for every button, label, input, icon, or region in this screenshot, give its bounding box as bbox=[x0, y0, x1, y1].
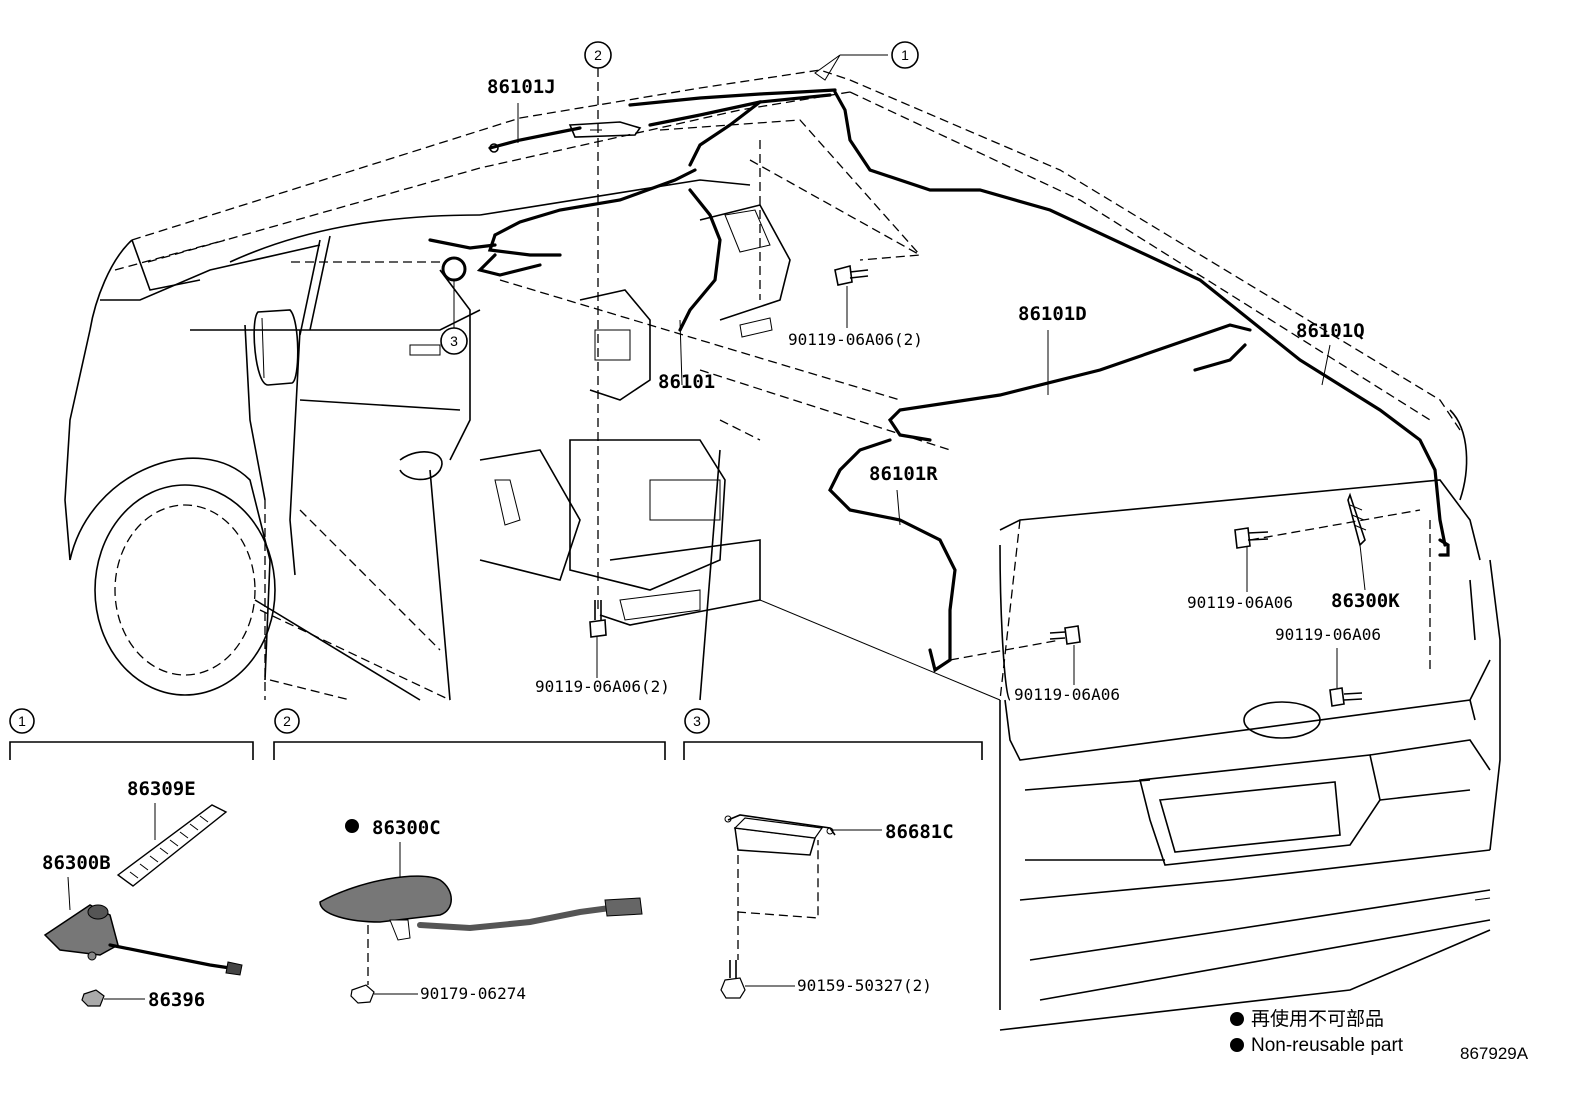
fastener-label-90159: 90159-50327(2) bbox=[797, 976, 932, 995]
fastener-label-90179: 90179-06274 bbox=[420, 984, 526, 1003]
bolt-icon bbox=[1234, 527, 1269, 549]
non-reusable-marker-icon bbox=[1230, 1038, 1244, 1052]
legend-english: Non-reusable part bbox=[1251, 1035, 1404, 1056]
svg-text:3: 3 bbox=[693, 713, 701, 729]
part-label-86300K: 86300K bbox=[1331, 590, 1400, 612]
fastener-label-roof: 90119-06A06(2) bbox=[788, 330, 923, 349]
amplifier-icon bbox=[724, 814, 836, 856]
callout-2: 2 bbox=[584, 41, 612, 69]
svg-text:2: 2 bbox=[594, 47, 602, 63]
screw-icon bbox=[350, 984, 375, 1004]
bolt-icon bbox=[1329, 687, 1363, 707]
fastener-label-floor: 90119-06A06(2) bbox=[535, 677, 670, 696]
fastener-label-door1: 90119-06A06 bbox=[1187, 593, 1293, 612]
callout-3: 3 bbox=[440, 256, 468, 355]
diagram-id: 867929A bbox=[1460, 1044, 1529, 1063]
fastener-label-door2: 90119-06A06 bbox=[1275, 625, 1381, 644]
part-label-86300C: 86300C bbox=[372, 817, 441, 839]
bolt-icons bbox=[589, 264, 1363, 707]
legend-japanese: 再使用不可部品 bbox=[1251, 1008, 1384, 1030]
spring-icon bbox=[116, 804, 228, 887]
part-label-86101Q: 86101Q bbox=[1296, 320, 1365, 342]
detail-panel-2: 2 86300C 90179-06274 bbox=[273, 708, 666, 1004]
non-reusable-marker-icon bbox=[345, 819, 359, 833]
vehicle-body bbox=[64, 69, 1501, 1031]
part-label-86309E: 86309E bbox=[127, 778, 196, 800]
wiring-harnesses bbox=[428, 88, 1450, 673]
svg-text:2: 2 bbox=[283, 713, 291, 729]
svg-text:1: 1 bbox=[901, 47, 909, 63]
part-label-86396: 86396 bbox=[148, 989, 205, 1011]
part-label-86300B: 86300B bbox=[42, 852, 111, 874]
detail-panel-3: 3 86681C 90159-50327(2) bbox=[683, 708, 983, 999]
fastener-label-side: 90119-06A06 bbox=[1014, 685, 1120, 704]
legend: 再使用不可部品 Non-reusable part 867929A bbox=[1230, 1008, 1529, 1063]
svg-text:3: 3 bbox=[450, 333, 458, 349]
part-label-86101D: 86101D bbox=[1018, 303, 1087, 325]
callout-1: 1 bbox=[891, 41, 919, 69]
bolt-icon bbox=[720, 960, 746, 999]
non-reusable-marker-icon bbox=[1230, 1012, 1244, 1026]
bolt-icon bbox=[834, 264, 869, 286]
bolt-icon bbox=[589, 600, 607, 638]
main-part-labels: 86101J 90119-06A06(2) 86101 86101D 86101… bbox=[487, 76, 1400, 704]
antenna-base-icon bbox=[43, 904, 243, 976]
part-label-86101R: 86101R bbox=[869, 463, 938, 485]
bolt-icon bbox=[1049, 625, 1081, 645]
part-label-86101: 86101 bbox=[658, 371, 715, 393]
nut-icon bbox=[81, 989, 105, 1007]
svg-text:1: 1 bbox=[18, 713, 26, 729]
part-label-86101J: 86101J bbox=[487, 76, 556, 98]
leader-lines bbox=[290, 54, 1431, 688]
detail-panel-1: 1 86309E 86300B 86396 bbox=[9, 708, 254, 1011]
part-label-86681C: 86681C bbox=[885, 821, 954, 843]
roof-antenna-icon bbox=[319, 875, 643, 941]
